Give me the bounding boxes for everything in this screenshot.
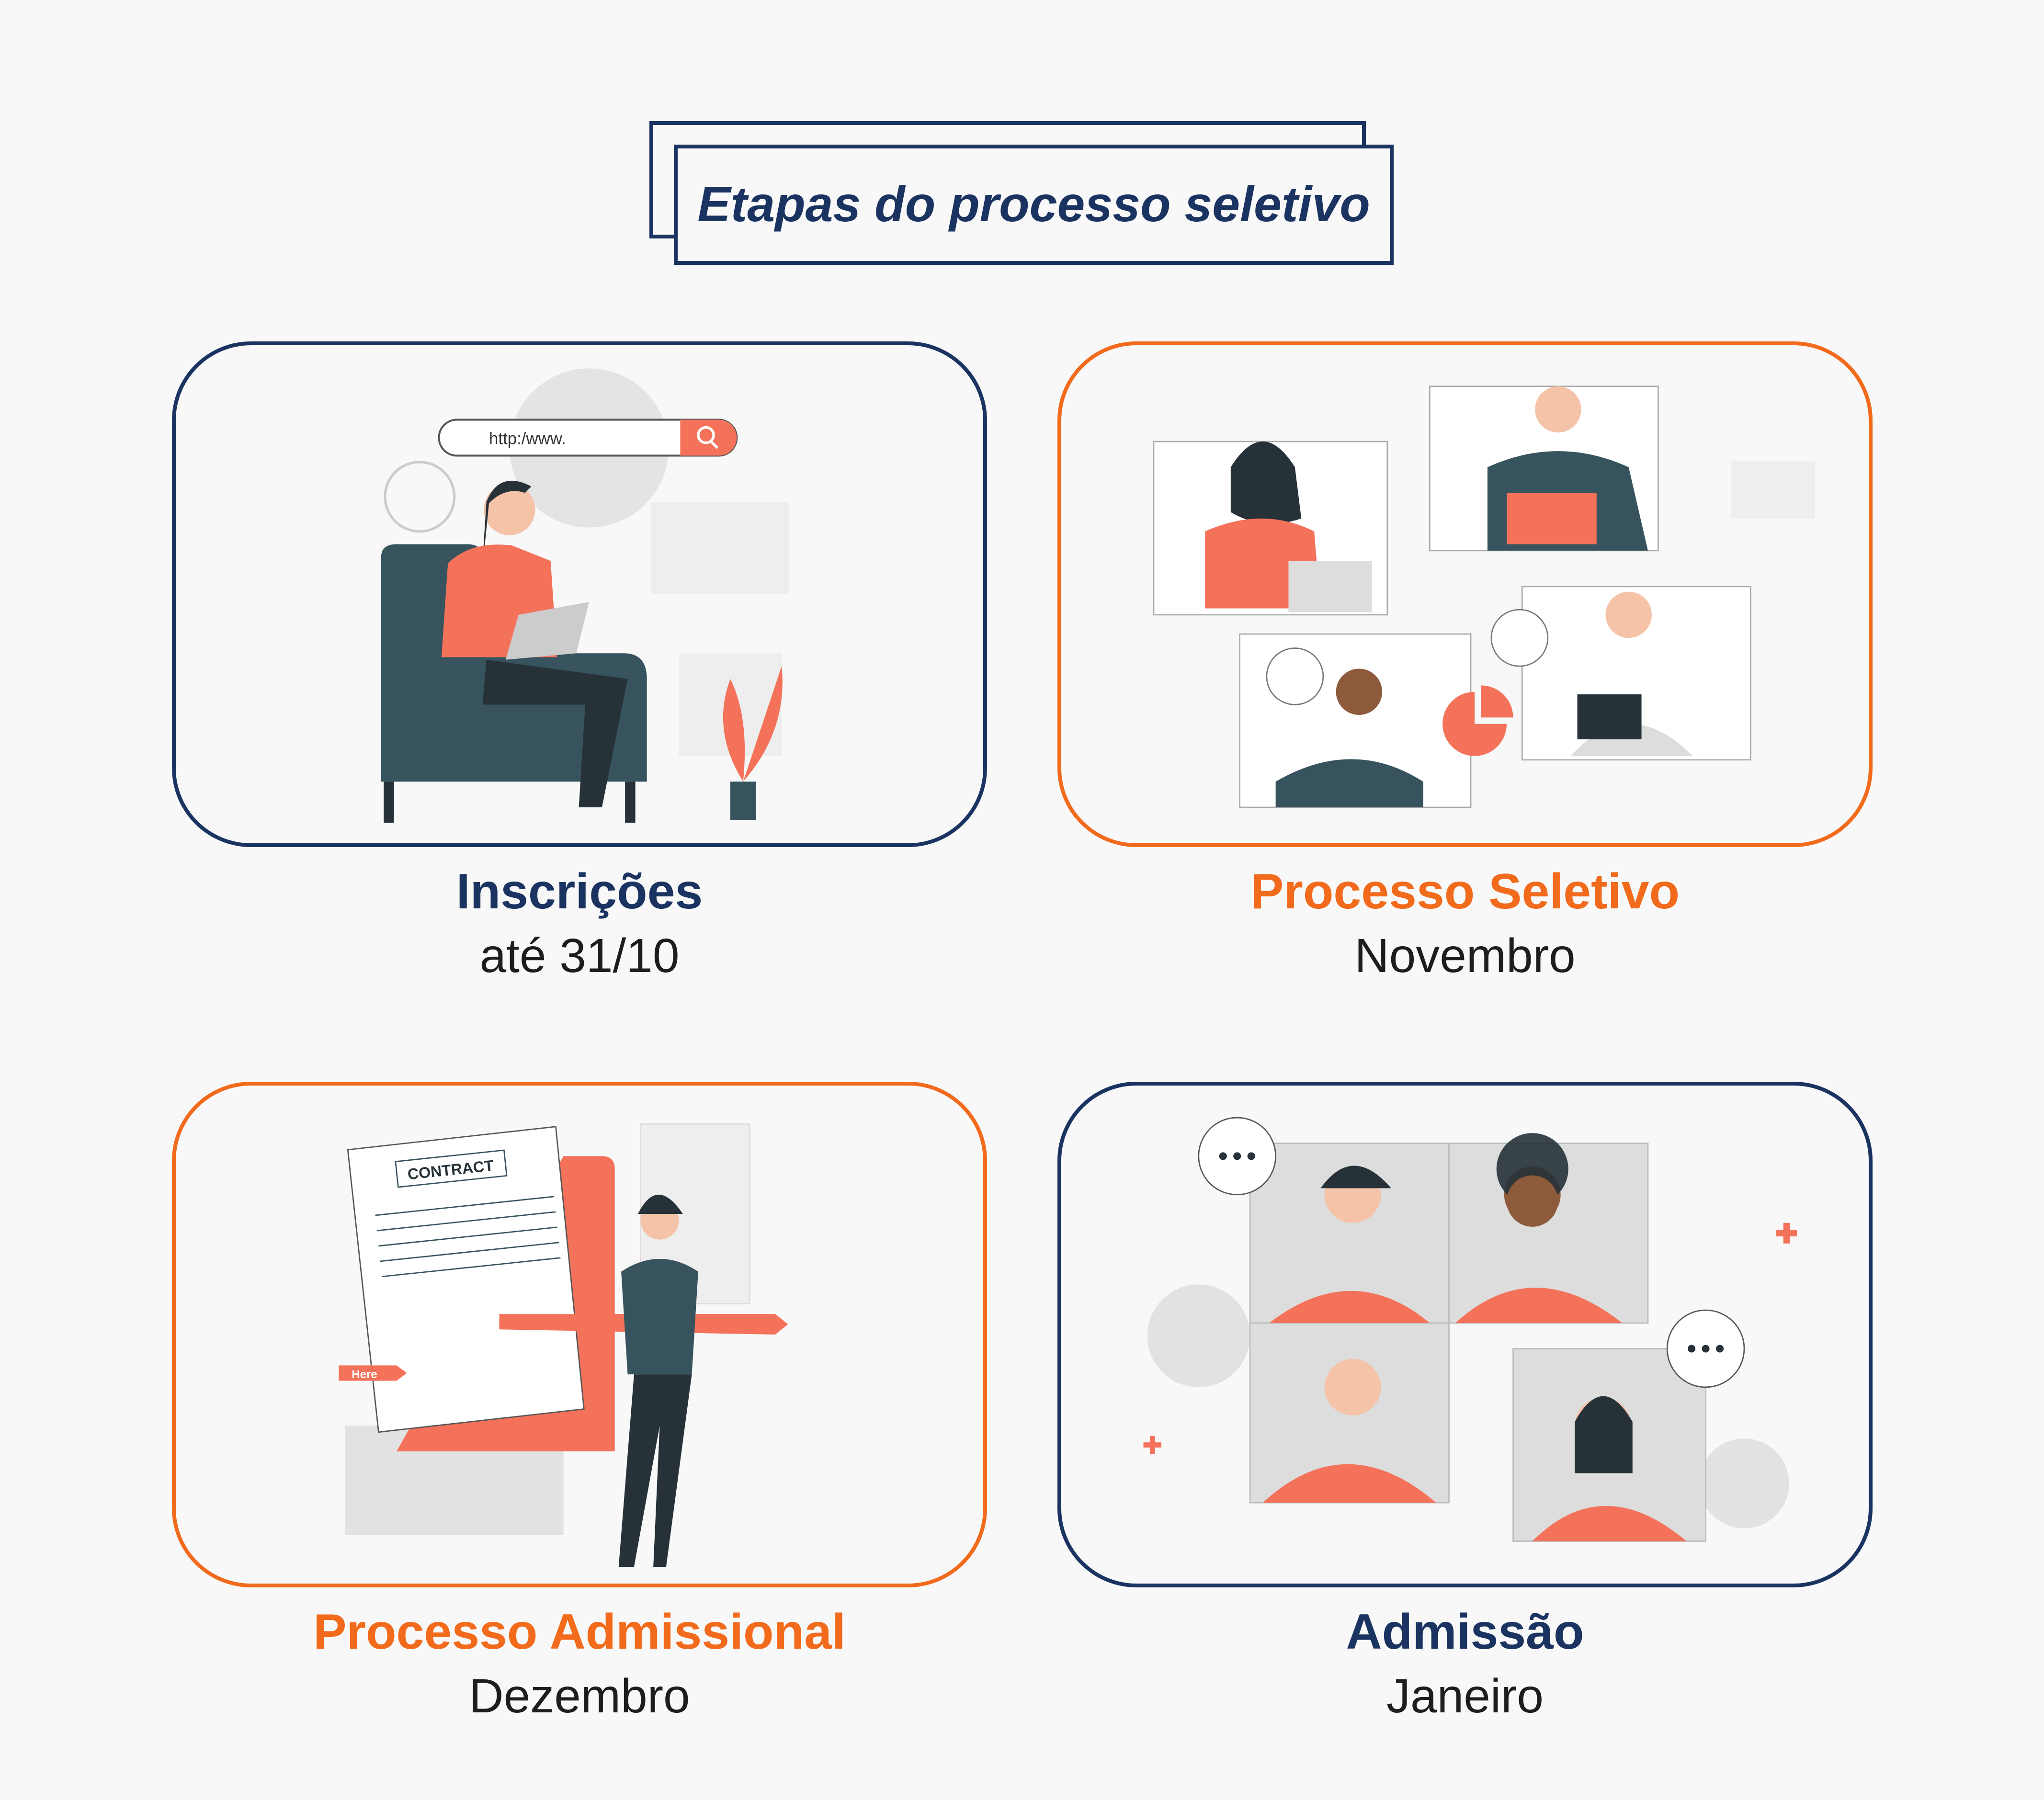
here-tag: Here [352,1368,377,1381]
step-card-admissao [1057,1082,1873,1587]
step-heading: Inscrições [456,864,703,919]
plus-icon [1776,1223,1797,1244]
step-label-processo-seletivo: Processo Seletivo Novembro [1057,867,1873,980]
step-heading: Admissão [1346,1604,1584,1660]
step-heading: Processo Seletivo [1250,864,1680,919]
search-icon [697,426,715,444]
step-label-processo-admissional: Processo Admissional Dezembro [172,1607,987,1720]
illustration-woman-laptop: http:/www. [381,368,790,823]
title-frame: Etapas do processo seletivo [674,145,1394,265]
plus-icon [1143,1436,1162,1454]
search-text: http:/www. [489,429,566,448]
step-date: até 31/10 [479,929,680,983]
step-card-inscricoes: http:/www. [172,341,987,847]
step-date: Janeiro [1386,1669,1544,1723]
illustration-video-call [1153,385,1815,808]
step-heading: Processo Admissional [313,1604,846,1660]
step-label-admissao: Admissão Janeiro [1057,1607,1873,1720]
speech-bubble-icon [1266,647,1324,705]
search-bar: http:/www. [438,419,738,457]
step-card-processo-seletivo [1057,341,1873,847]
step-label-inscricoes: Inscrições até 31/10 [172,867,987,980]
illustration-contract-signing: CONTRACT Here [339,1123,788,1567]
step-date: Novembro [1354,929,1576,983]
step-card-processo-admissional: CONTRACT Here [172,1082,987,1587]
illustration-team-puzzle [1143,1117,1797,1542]
speech-bubble-icon [1490,609,1549,667]
step-date: Dezembro [469,1669,690,1723]
page-title: Etapas do processo seletivo [697,177,1370,232]
globe-icon [384,461,456,533]
